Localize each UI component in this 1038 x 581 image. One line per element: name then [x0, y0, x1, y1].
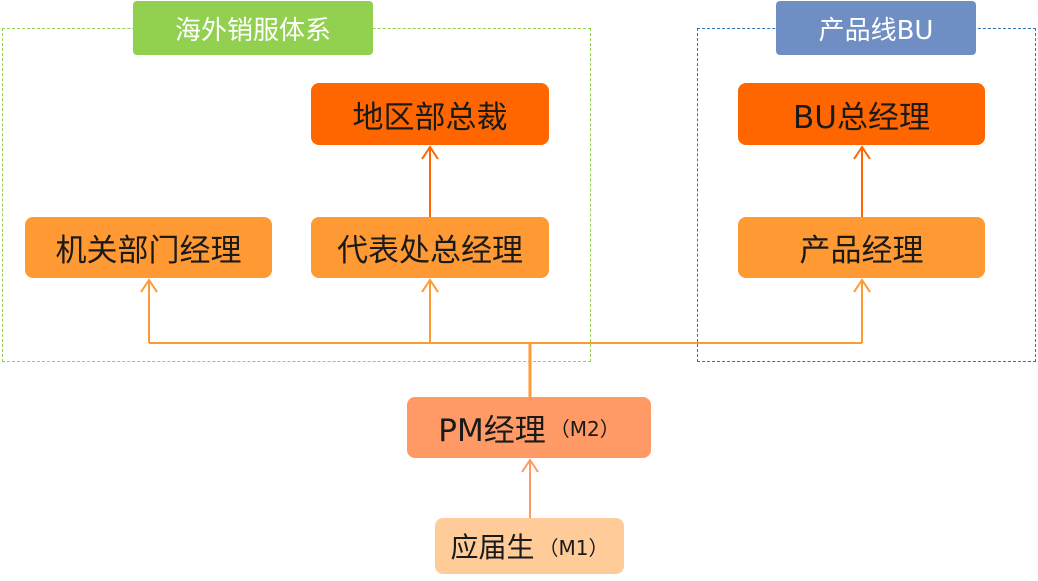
arrowhead-office-manager [421, 278, 439, 293]
arrowhead-hq-manager [140, 278, 158, 293]
graduate-level-label: （M1） [538, 535, 609, 560]
hq-department-manager-label: 机关部门经理 [55, 233, 242, 269]
hq-department-manager-box: 机关部门经理 [25, 217, 272, 278]
pm-level-label: （M2） [549, 417, 620, 441]
bu-general-manager-box: BU总经理 [738, 83, 985, 145]
office-general-manager-label: 代表处总经理 [337, 233, 523, 269]
arrowhead-pm [521, 458, 539, 473]
arrowhead-bu-manager [853, 145, 871, 160]
bu-general-manager-label: BU总经理 [793, 99, 930, 136]
arrowhead-president [421, 145, 439, 160]
office-general-manager-box: 代表处总经理 [311, 217, 549, 278]
arrowhead-product-manager [853, 278, 871, 293]
graduate-box: 应届生（M1） [435, 518, 624, 574]
product-manager-label: 产品经理 [799, 233, 924, 269]
pm-manager-label: PM经理 [438, 413, 546, 449]
graduate-label: 应届生 [450, 531, 535, 564]
product-manager-box: 产品经理 [738, 217, 985, 278]
pm-manager-box: PM经理（M2） [407, 397, 651, 458]
regional-president-box: 地区部总裁 [311, 83, 549, 145]
product-line-bu-label: 产品线BU [776, 1, 976, 55]
overseas-system-label: 海外销服体系 [133, 1, 373, 55]
regional-president-label: 地区部总裁 [352, 99, 508, 136]
